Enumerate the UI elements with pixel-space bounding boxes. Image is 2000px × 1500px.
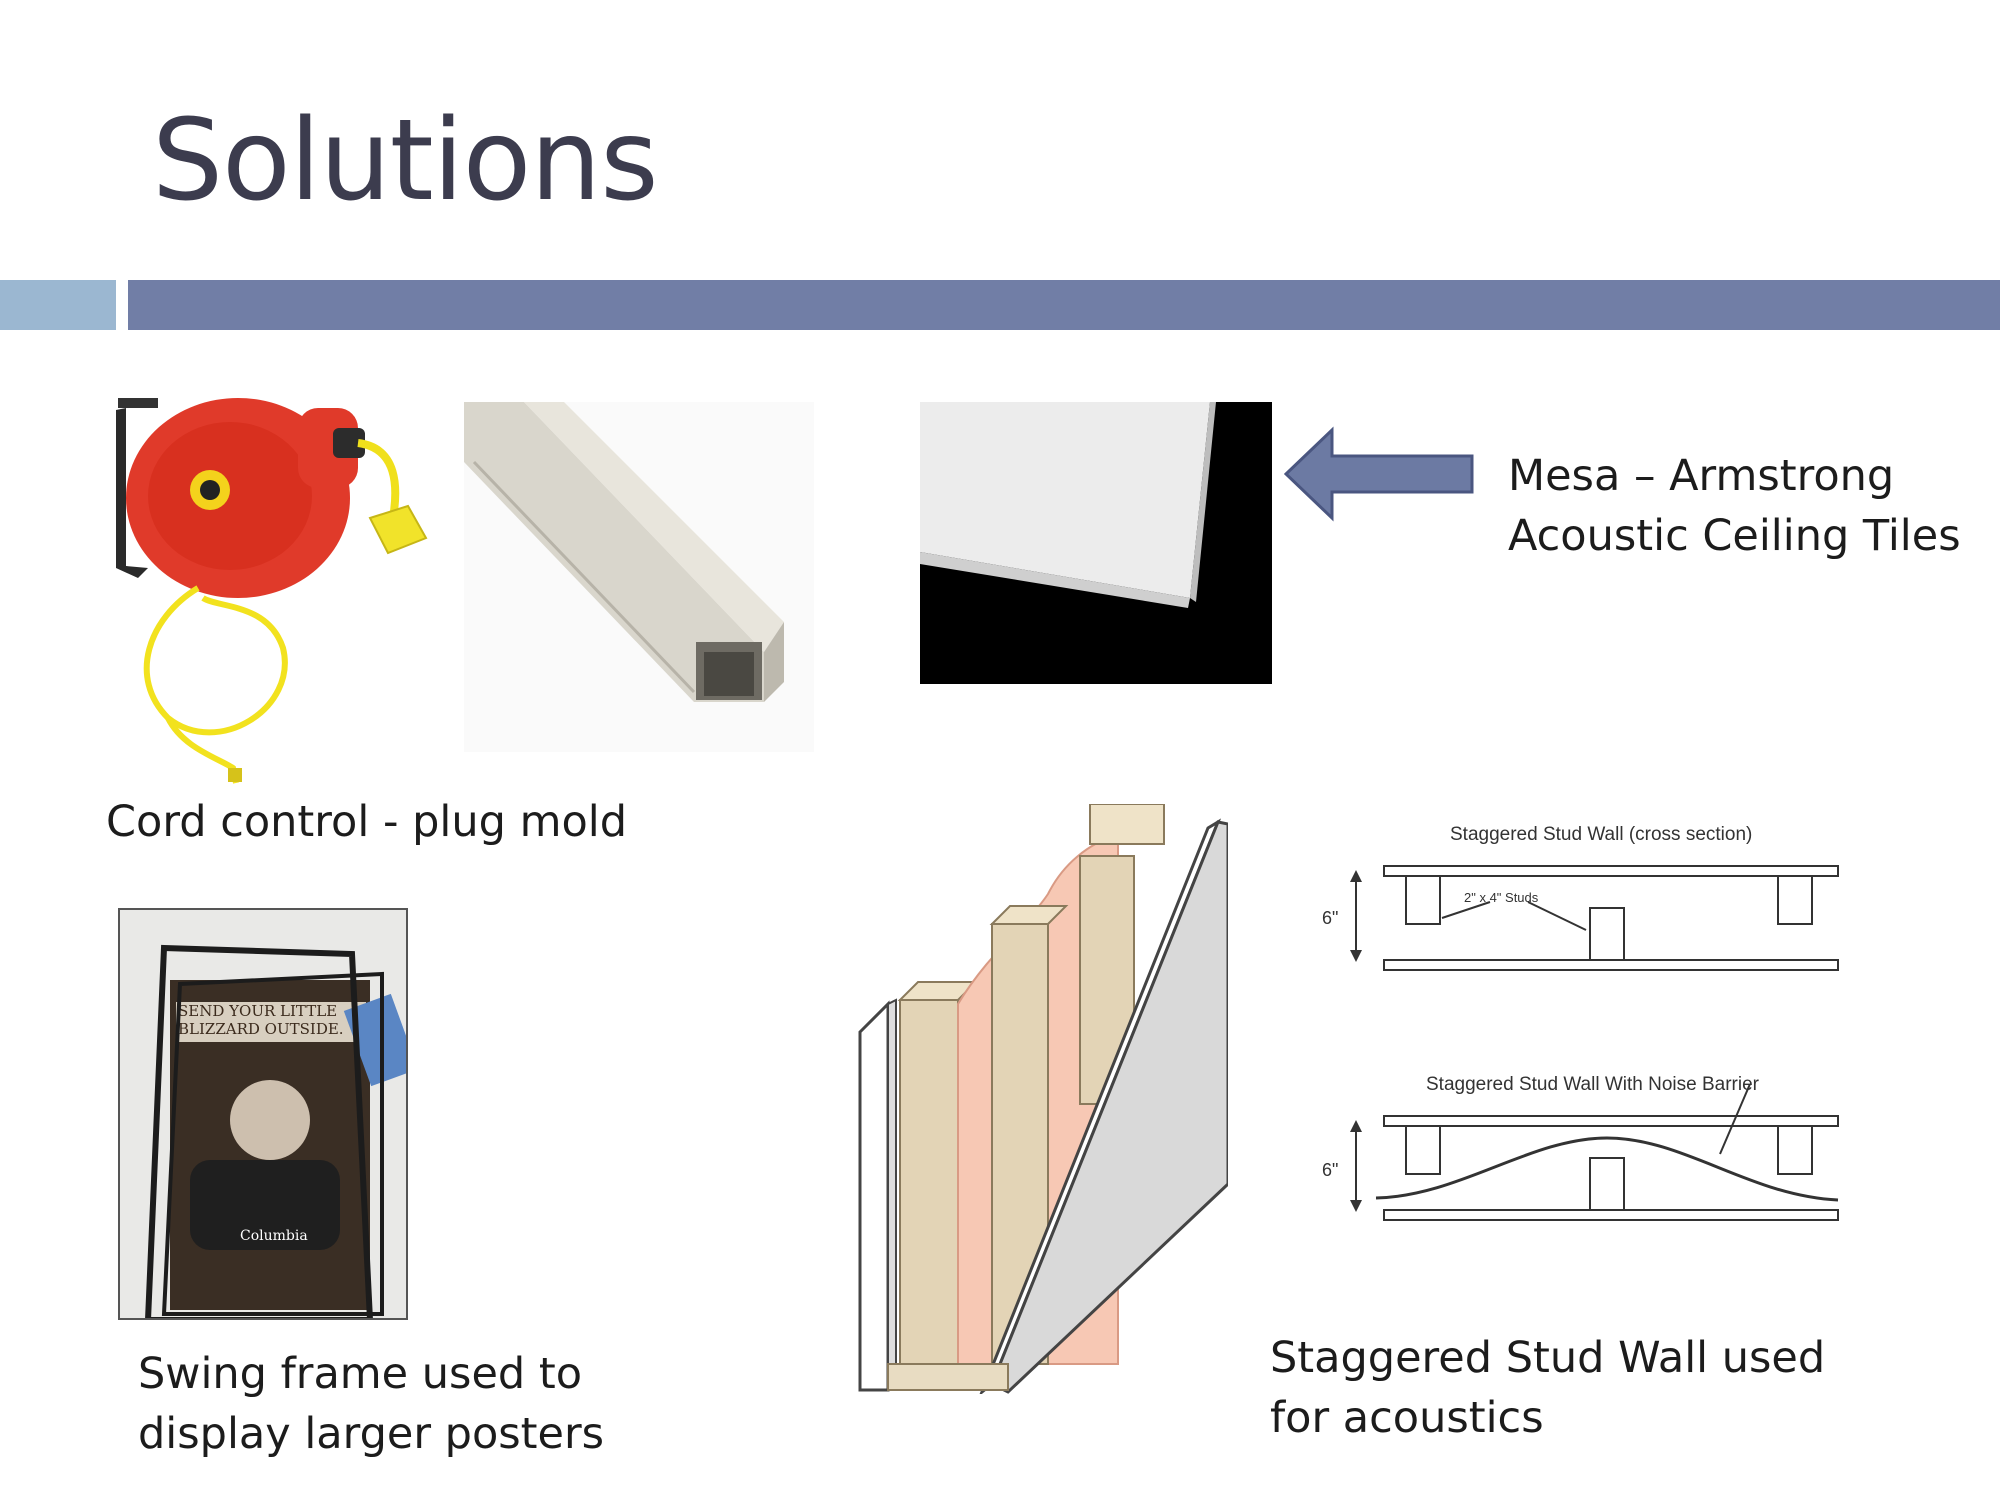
diagram-top-title: Staggered Stud Wall (cross section) (1450, 824, 1753, 845)
ceiling-tile-image (920, 402, 1272, 684)
poster-header (176, 1002, 366, 1042)
stud-caption-line1: Staggered Stud Wall used (1270, 1333, 1826, 1383)
staggered-stud-diagram: Staggered Stud Wall (cross section) 2" x… (1310, 818, 1846, 1238)
diagram-bottom-title: Staggered Stud Wall With Noise Barrier (1426, 1074, 1759, 1095)
stud-wall-illustration (858, 804, 1228, 1394)
ceiling-caption-line2: Acoustic Ceiling Tiles (1508, 511, 1961, 561)
slide-title: Solutions (152, 96, 659, 226)
diagram-dim-top: 6" (1322, 908, 1339, 928)
poster-brand: Columbia (240, 1228, 308, 1244)
accent-bar-small (0, 280, 116, 330)
ceiling-caption-line1: Mesa – Armstrong (1508, 451, 1895, 501)
stud-caption-line2: for acoustics (1270, 1393, 1544, 1443)
poster-headline-2: BLIZZARD OUTSIDE. (178, 1020, 344, 1038)
poster-jacket (190, 1160, 340, 1250)
cord-reel-image (108, 388, 458, 788)
poster-face (230, 1080, 310, 1160)
swing-caption-line2: display larger posters (138, 1409, 605, 1459)
swing-caption-line1: Swing frame used to (138, 1349, 583, 1399)
diagram-studs-label: 2" x 4" Studs (1464, 890, 1539, 905)
left-arrow-icon (1284, 426, 1476, 522)
poster-headline-1: SEND YOUR LITTLE (178, 1002, 338, 1020)
diagram-dim-bottom: 6" (1322, 1160, 1339, 1180)
swing-frame-image: SEND YOUR LITTLE BLIZZARD OUTSIDE. Colum… (118, 908, 408, 1320)
plug-mold-image (464, 402, 814, 752)
accent-bar (128, 280, 2000, 330)
cord-control-caption: Cord control - plug mold (106, 797, 628, 847)
